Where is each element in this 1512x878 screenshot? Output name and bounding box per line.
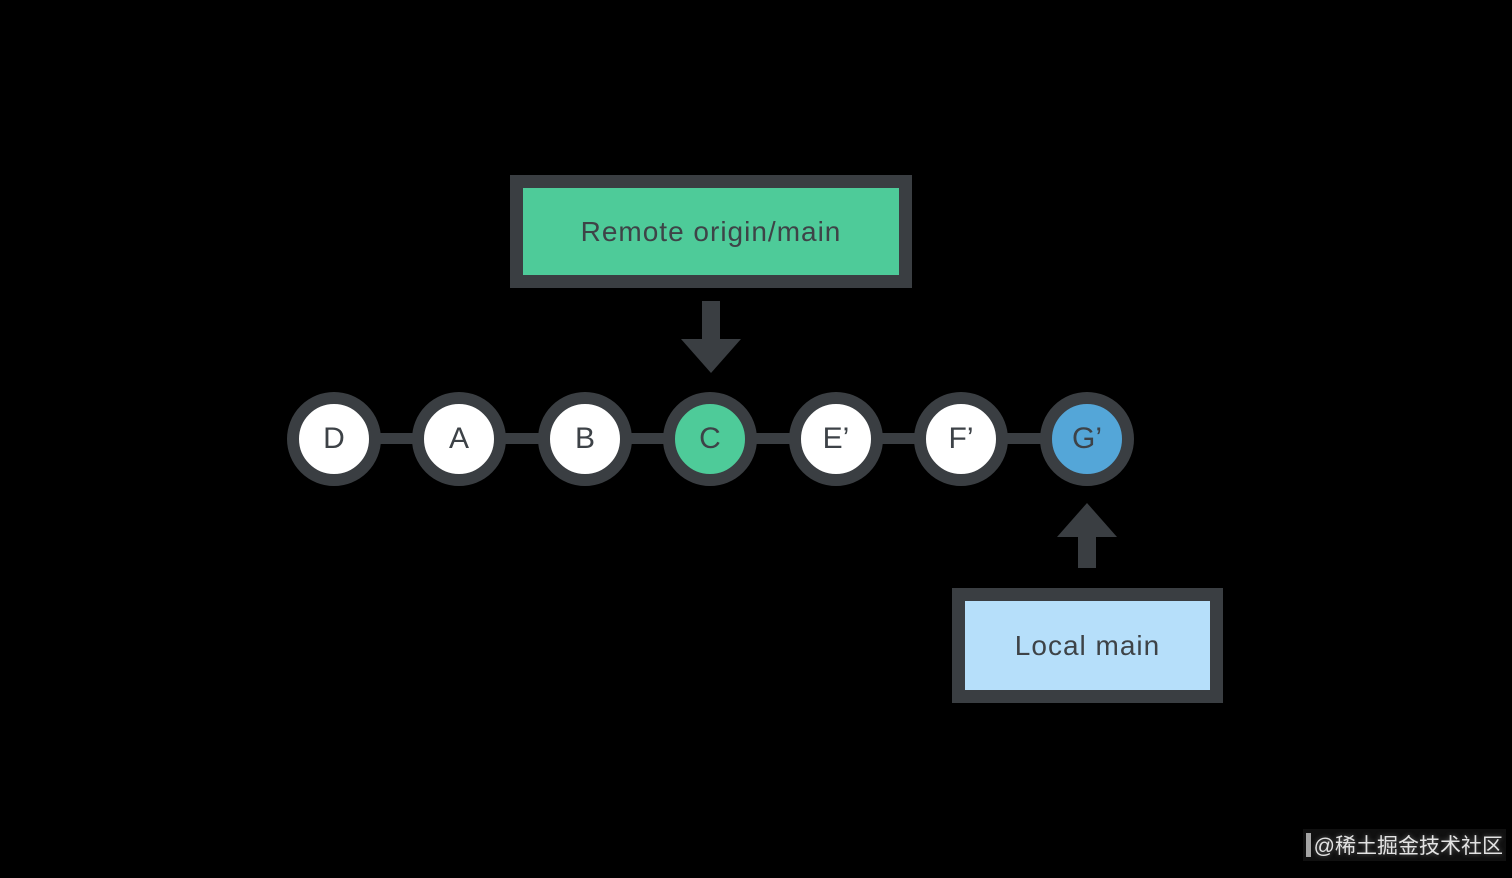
commit-node-f-prime: F’ xyxy=(914,392,1008,486)
commit-node-a: A xyxy=(412,392,506,486)
commit-label-g-prime: G’ xyxy=(1072,422,1102,455)
commit-label-b: B xyxy=(574,422,595,455)
remote-branch-label: Remote origin/main xyxy=(580,215,842,247)
commit-label-e-prime: E’ xyxy=(822,422,850,455)
down-arrow-head-icon xyxy=(681,339,741,373)
commit-node-c: C xyxy=(663,392,757,486)
local-branch-label: Local main xyxy=(1014,629,1161,661)
commit-label-f-prime: F’ xyxy=(948,422,974,455)
commit-label-a: A xyxy=(448,422,469,455)
up-arrow-icon xyxy=(1078,535,1096,568)
commit-label-d: D xyxy=(323,422,345,455)
down-arrow-icon xyxy=(702,301,720,341)
watermark-bar xyxy=(1305,833,1311,857)
remote-branch-box: Remote origin/main xyxy=(510,175,912,288)
commit-node-b: B xyxy=(538,392,632,486)
commit-node-e-prime: E’ xyxy=(789,392,883,486)
commit-label-c: C xyxy=(699,422,721,455)
watermark: @稀土掘金技术社区 xyxy=(1302,829,1506,861)
commit-node-d: D xyxy=(287,392,381,486)
up-arrow-head-icon xyxy=(1057,503,1117,537)
watermark-text: @稀土掘金技术社区 xyxy=(1313,835,1503,858)
local-branch-box: Local main xyxy=(952,588,1223,703)
commit-node-g-prime: G’ xyxy=(1040,392,1134,486)
